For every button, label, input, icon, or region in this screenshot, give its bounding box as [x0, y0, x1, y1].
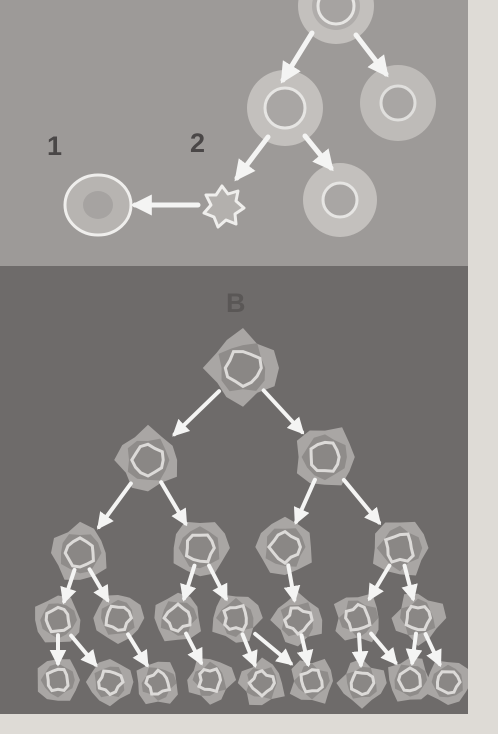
panel-a: 1 2	[0, 0, 468, 268]
cell-level-2-1	[173, 521, 230, 577]
arrow-l2-2	[180, 563, 197, 602]
arrow-l2-1	[87, 567, 110, 603]
cell-level-1-1	[296, 427, 355, 486]
cell-level-0-0	[202, 328, 279, 407]
label-2: 2	[190, 128, 205, 158]
paper-margin-bottom	[0, 714, 468, 729]
cell-level-4-4	[237, 657, 285, 706]
arrow-l2-3	[207, 563, 228, 602]
cell-level-4-6	[336, 658, 387, 709]
arrow-l1-2	[293, 477, 317, 525]
arrow-l2-5	[367, 563, 392, 602]
panel-b: B	[0, 266, 472, 714]
arrow-l0-1	[261, 388, 305, 435]
arrow-l3-3	[184, 631, 204, 666]
cell-level-2-0	[51, 521, 107, 580]
cell-level-2-2	[255, 516, 312, 575]
cell-level-3-4	[270, 592, 323, 647]
cell-level-3-2	[154, 592, 201, 642]
apoptotic-cell	[202, 184, 246, 229]
arrow-l3-9	[405, 631, 423, 666]
arrow-l2-6	[401, 563, 418, 602]
arrow-l3-5	[253, 631, 294, 666]
cell-level-3-3	[212, 594, 263, 643]
arrow-l1-0	[97, 481, 133, 530]
cell-level-3-0	[35, 595, 81, 643]
differentiated-cell-1	[63, 173, 133, 237]
daughter-cell-bottom-right	[303, 163, 377, 237]
arrow-left-to-apoptotic	[234, 134, 271, 182]
arrow-l3-8	[369, 631, 398, 666]
panel-a-arrows	[130, 30, 389, 216]
panel-b-background	[0, 266, 468, 714]
arrow-l3-2	[126, 632, 149, 668]
progenitor-cell-left	[247, 70, 323, 146]
cell-level-4-7	[388, 657, 431, 702]
arrow-l2-4	[283, 563, 301, 603]
arrow-stem-to-left	[280, 30, 315, 84]
arrow-l3-7	[351, 632, 369, 669]
cell-level-1-0	[114, 424, 178, 492]
cell-level-4-5	[289, 658, 333, 704]
progenitor-cell-right	[360, 65, 436, 141]
cell-level-4-3	[187, 658, 237, 705]
panel-b-title: B	[226, 288, 246, 318]
arrow-l3-10	[423, 632, 442, 668]
arrow-l3-1	[69, 633, 98, 668]
arrow-l1-1	[159, 480, 188, 527]
arrow-l3-6	[296, 633, 314, 668]
arrow-l0-0	[172, 389, 222, 437]
cell-level-2-3	[373, 521, 429, 576]
cell-level-3-1	[93, 595, 145, 644]
arrow-stem-to-right	[353, 32, 389, 78]
cell-level-3-6	[391, 593, 447, 646]
cell-level-3-5	[333, 593, 379, 643]
cell-level-4-8	[426, 660, 472, 705]
label-1: 1	[47, 131, 62, 161]
arrow-left-to-bottom-right	[302, 133, 334, 172]
cell-level-4-2	[136, 661, 178, 705]
cell-level-4-1	[85, 659, 134, 707]
arrow-l2-0	[60, 567, 77, 605]
arrow-l1-3	[341, 477, 382, 526]
cell-level-4-0	[37, 659, 80, 701]
arrow-l3-4	[240, 632, 258, 668]
proliferation-tree	[35, 328, 472, 709]
paper-margin-right	[468, 0, 498, 729]
